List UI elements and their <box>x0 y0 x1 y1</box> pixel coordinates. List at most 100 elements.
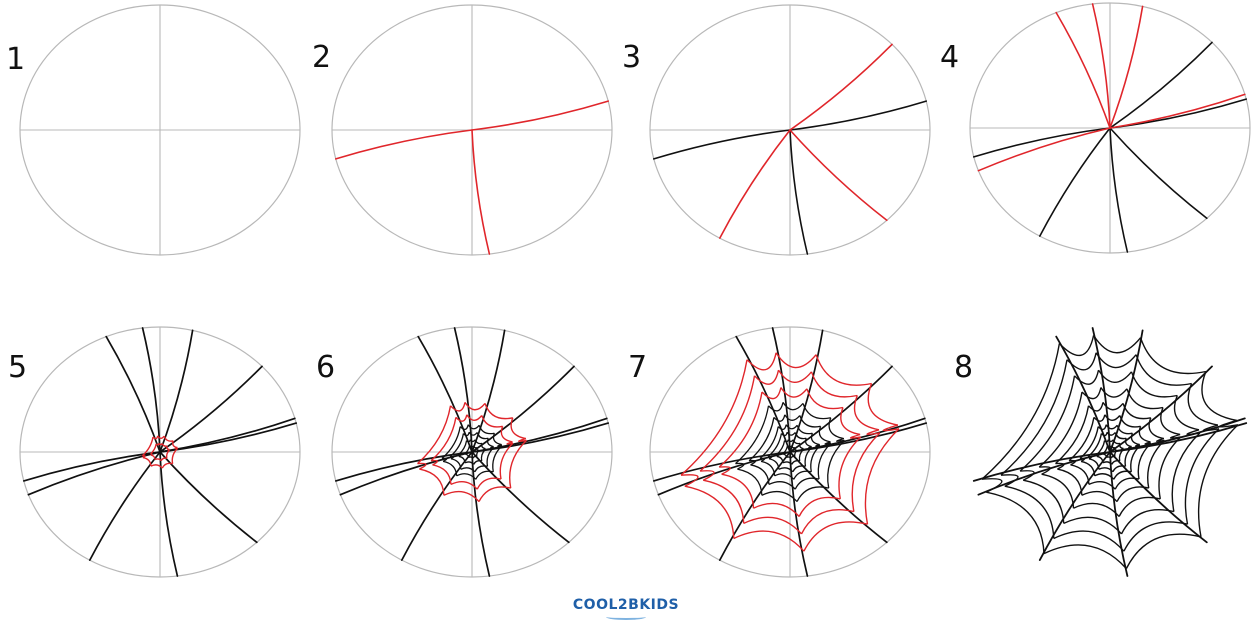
step-3-panel <box>650 5 930 255</box>
web-ring-strand <box>1188 384 1218 426</box>
web-ring-strand <box>700 376 754 471</box>
web-ring-strand <box>1054 531 1124 551</box>
web-ring-strand <box>1005 486 1054 538</box>
web-ring-strand <box>818 443 831 479</box>
web-spoke <box>790 452 807 576</box>
logo-text: COOL2BKIDS <box>566 597 686 613</box>
web-ring-strand <box>500 443 513 479</box>
web-ring-strand <box>722 474 754 508</box>
web-ring-strand <box>868 384 898 426</box>
web-spoke <box>790 44 892 130</box>
step-number-4: 4 <box>940 43 959 73</box>
web-ring-strand <box>776 353 816 368</box>
web-ring-strand <box>747 353 776 370</box>
web-ring-strand <box>788 440 793 442</box>
web-ring-strand <box>734 531 804 551</box>
web-spoke <box>106 337 160 452</box>
step-number-7: 7 <box>628 353 647 383</box>
web-ring-strand <box>162 444 167 447</box>
web-ring-strand <box>1096 353 1136 368</box>
step-7-panel <box>650 327 930 577</box>
web-ring-strand <box>1202 372 1237 421</box>
web-ring-strand <box>158 436 165 438</box>
web-ring-strand <box>1042 474 1074 508</box>
web-ring-strand <box>800 416 821 427</box>
web-spoke <box>790 130 807 254</box>
web-ring-strand <box>162 463 172 468</box>
web-spoke <box>1110 94 1245 128</box>
web-spoke <box>472 452 489 576</box>
web-ring-strand <box>982 479 1002 492</box>
step-4-panel <box>970 3 1250 253</box>
web-spoke <box>160 366 262 452</box>
step-6-panel <box>332 327 612 577</box>
web-ring-strand <box>1141 338 1206 374</box>
step-number-3: 3 <box>622 43 641 73</box>
web-ring-strand <box>787 457 791 458</box>
web-ring-strand <box>482 416 503 427</box>
web-ring-strand <box>1044 545 1126 569</box>
web-ring-strand <box>1123 403 1151 418</box>
web-spoke <box>1110 6 1143 128</box>
web-spoke <box>160 452 257 542</box>
web-ring-strand <box>1126 534 1201 568</box>
web-ring-strand <box>1175 396 1199 430</box>
web-ring-strand <box>797 487 829 502</box>
web-ring-strand <box>485 403 513 418</box>
web-spoke <box>1093 4 1110 128</box>
web-ring-strand <box>469 457 473 458</box>
web-ring-strand <box>1074 503 1120 516</box>
step-8-panel <box>974 328 1246 576</box>
web-ring-strand <box>510 440 527 488</box>
web-ring-strand <box>1071 465 1089 485</box>
web-ring-strand <box>855 396 879 430</box>
web-ring-strand <box>1120 416 1141 427</box>
logo-swoosh <box>606 614 646 620</box>
step-2-panel <box>332 5 612 255</box>
web-spoke <box>160 330 193 452</box>
web-ring-strand <box>751 465 769 485</box>
step-number-5: 5 <box>8 353 27 383</box>
web-ring-strand <box>1136 355 1192 385</box>
web-ring-strand <box>1138 443 1151 479</box>
step-1-panel <box>20 5 300 255</box>
cool2bkids-logo: COOL2BKIDS <box>566 597 686 619</box>
web-ring-strand <box>1023 480 1063 523</box>
web-spoke <box>1110 128 1127 252</box>
web-ring-strand <box>433 465 451 485</box>
web-spoke <box>160 418 295 452</box>
web-ring-strand <box>1199 425 1238 537</box>
web-spoke <box>790 130 887 220</box>
web-spoke <box>336 130 472 159</box>
web-ring-strand <box>444 492 479 502</box>
web-spoke <box>1110 128 1207 218</box>
step-number-1: 1 <box>6 45 25 75</box>
web-ring-strand <box>1117 487 1149 502</box>
web-spoke <box>720 130 790 238</box>
web-spoke <box>472 130 489 254</box>
step-number-6: 6 <box>316 353 335 383</box>
step-number-2: 2 <box>312 43 331 73</box>
web-ring-strand <box>1020 376 1074 471</box>
web-ring-strand <box>1159 437 1181 499</box>
web-spoke <box>1056 13 1110 128</box>
web-spoke <box>654 130 790 159</box>
web-ring-strand <box>1082 492 1117 502</box>
web-ring-strand <box>703 480 744 523</box>
web-ring-strand <box>479 487 511 502</box>
web-ring-strand <box>754 503 800 516</box>
web-ring-strand <box>1094 335 1141 352</box>
step-number-8: 8 <box>954 353 973 383</box>
web-ring-strand <box>155 459 161 461</box>
web-ring-strand <box>816 355 872 385</box>
web-spoke <box>160 452 177 576</box>
web-ring-strand <box>986 492 1044 553</box>
web-spoke <box>143 328 160 452</box>
web-ring-strand <box>151 455 155 460</box>
step-5-panel <box>20 327 300 577</box>
web-ring-strand <box>762 492 797 502</box>
web-ring-strand <box>470 440 475 442</box>
web-spoke <box>472 101 608 130</box>
web-ring-strand <box>839 437 861 499</box>
